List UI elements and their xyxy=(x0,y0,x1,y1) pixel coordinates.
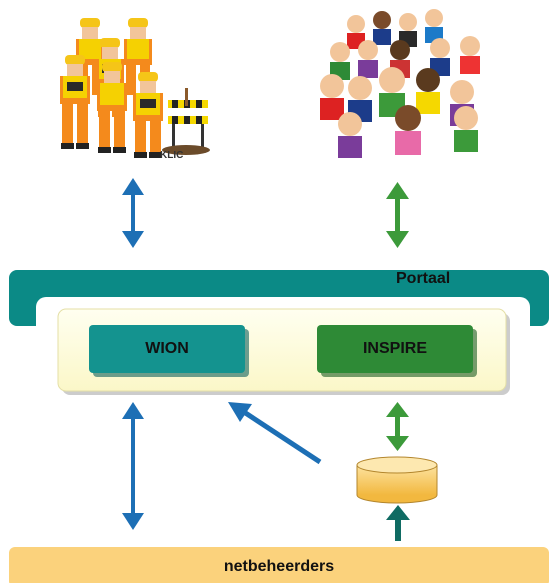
database-wion-arrow xyxy=(228,402,322,465)
inspire-label: INSPIRE xyxy=(362,340,427,357)
people-portal-arrow xyxy=(386,182,409,248)
people-illustration xyxy=(320,9,480,167)
inspire-box[interactable] xyxy=(317,325,473,373)
workers-portal-arrow xyxy=(122,178,144,248)
operators-database-arrow xyxy=(386,505,410,541)
wion-box[interactable] xyxy=(89,325,245,373)
portal-label: Portaal xyxy=(396,270,451,287)
workers-illustration xyxy=(60,18,210,158)
klic-sign-text: KLIC xyxy=(160,150,184,161)
database-icon xyxy=(356,456,438,504)
wion-operators-arrow xyxy=(122,402,144,530)
inspire-database-arrow xyxy=(386,402,409,451)
network-operators-label: netbeheerders xyxy=(223,558,335,575)
wion-label: WION xyxy=(145,340,189,357)
network-operators-band xyxy=(9,547,549,583)
